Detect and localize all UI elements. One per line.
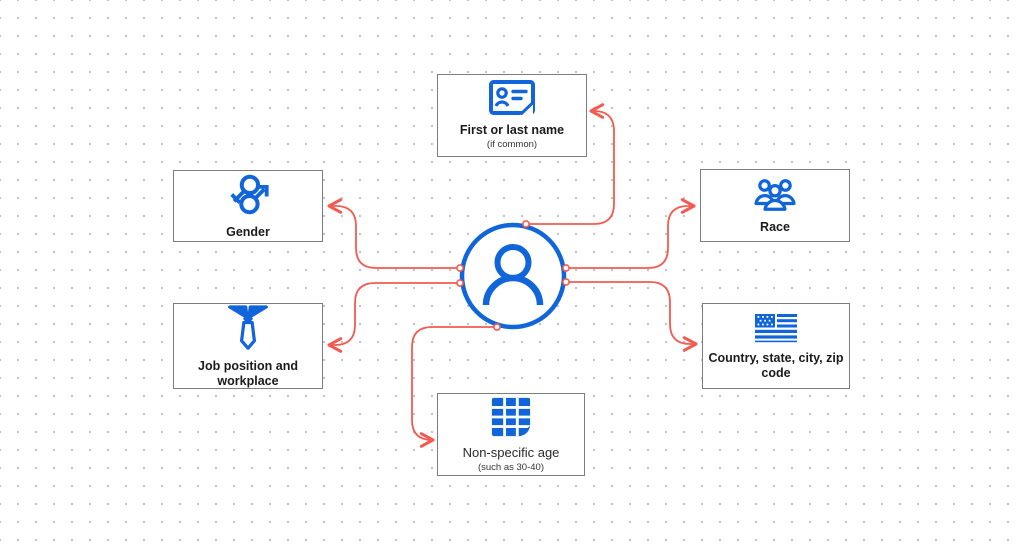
table-icon bbox=[490, 396, 532, 438]
person-circle[interactable] bbox=[459, 222, 567, 330]
node-job-position[interactable]: Job position and workplace bbox=[173, 303, 323, 389]
connector-to-location[interactable] bbox=[566, 281, 698, 352]
connector-to-job-position[interactable] bbox=[327, 282, 460, 353]
id-card-icon bbox=[489, 80, 535, 116]
node-first-or-last-name[interactable]: First or last name (if common) bbox=[437, 74, 587, 157]
node-age[interactable]: Non-specific age (such as 30-40) bbox=[437, 393, 585, 476]
us-flag-icon bbox=[753, 311, 799, 344]
connector-endpoints bbox=[456, 220, 570, 331]
node-label: Gender bbox=[226, 225, 270, 239]
node-sublabel: (such as 30-40) bbox=[477, 461, 544, 473]
node-label: First or last name bbox=[459, 123, 565, 138]
node-label: Non-specific age bbox=[462, 444, 560, 460]
connector-to-race[interactable] bbox=[566, 198, 696, 269]
necktie-icon bbox=[226, 304, 270, 352]
people-group-icon bbox=[752, 177, 798, 213]
node-label: Job position and workplace bbox=[198, 358, 298, 388]
person-icon bbox=[482, 244, 544, 306]
connector-to-gender[interactable] bbox=[327, 198, 460, 269]
node-label: Race bbox=[760, 219, 790, 234]
node-race[interactable]: Race bbox=[700, 169, 850, 242]
node-label: Country, state, city, zip code bbox=[708, 350, 844, 380]
node-location[interactable]: Country, state, city, zip code bbox=[702, 303, 850, 389]
gender-symbols-icon bbox=[224, 172, 272, 218]
node-gender[interactable]: Gender bbox=[173, 170, 323, 242]
node-sublabel: (if common) bbox=[486, 139, 538, 151]
